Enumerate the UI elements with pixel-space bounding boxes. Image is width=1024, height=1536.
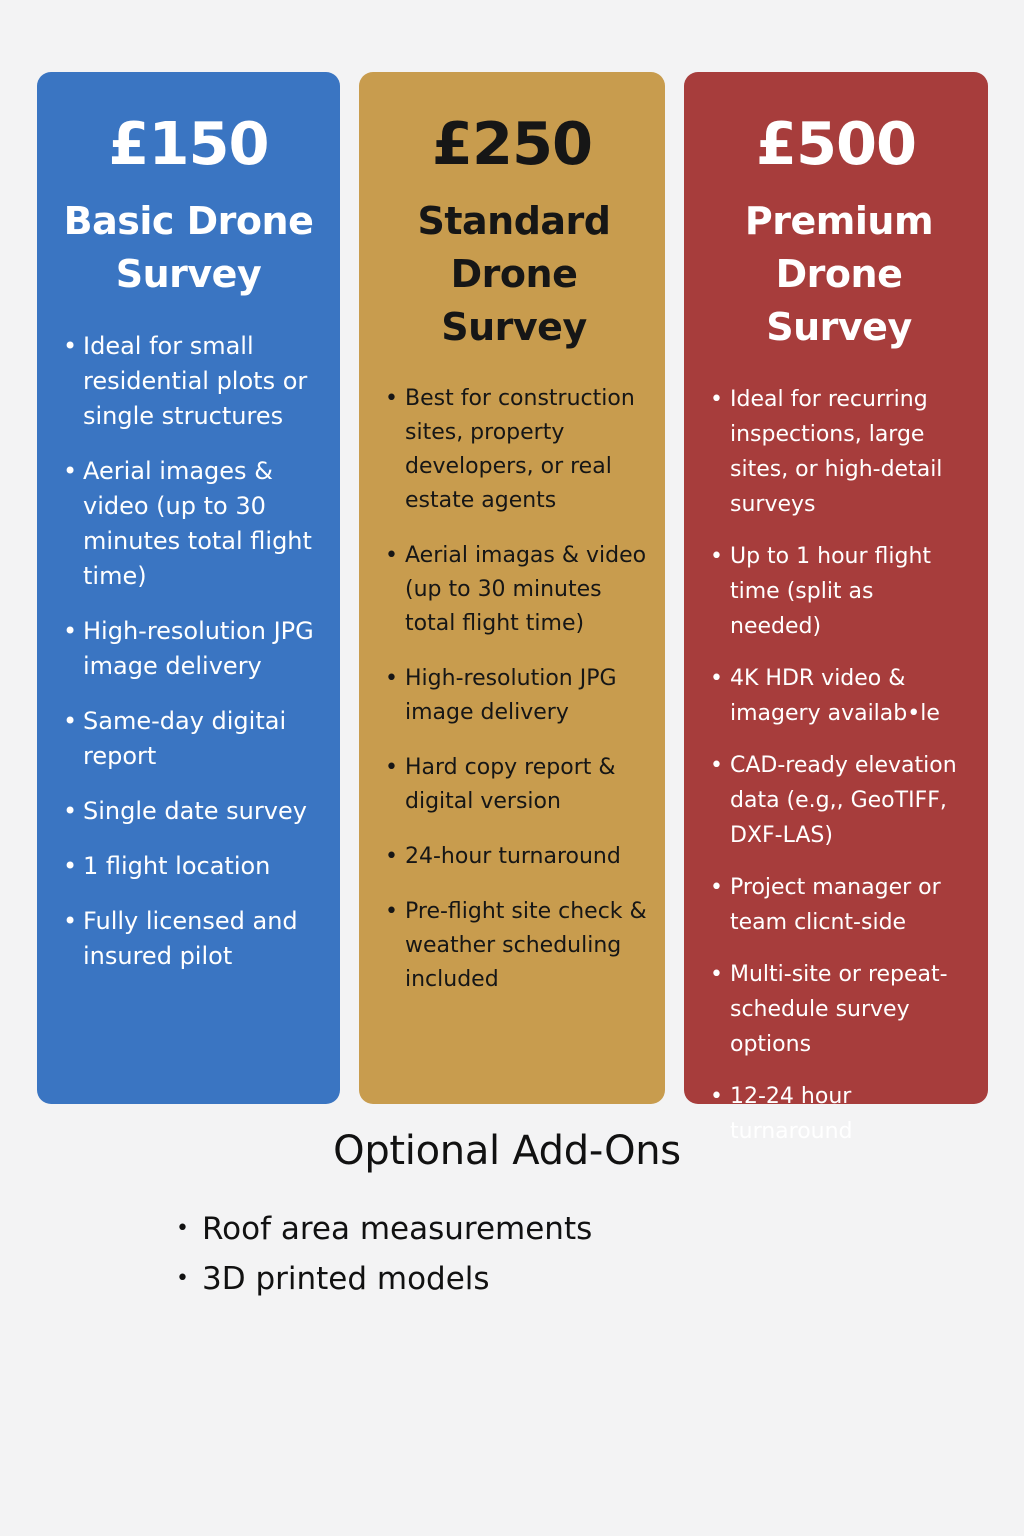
- plan-feature-list: Ideal for recurring inspections, large s…: [710, 382, 970, 1149]
- plan-feature: Hard copy report & digital version: [385, 751, 647, 819]
- plan-feature: Ideal for small residential plots or sin…: [63, 329, 322, 434]
- plan-feature-list: Best for construction sites, property de…: [385, 382, 647, 997]
- plan-title-text: Standard Drone Survey: [417, 199, 611, 349]
- plan-feature: Ideal for recurring inspections, large s…: [710, 382, 970, 522]
- plan-feature: 1 flight location: [63, 849, 322, 884]
- plan-title-text: Premium Drone Survey: [744, 199, 934, 349]
- plan-feature: 4K HDR video & imagery availab•le: [710, 661, 970, 731]
- addons-heading: Optional Add-Ons: [333, 1128, 681, 1174]
- plan-title: Premium Drone Survey: [702, 195, 984, 354]
- plan-title: Standard Drone Survey: [373, 195, 663, 354]
- plan-feature: 12-24 hour turnaround: [710, 1079, 970, 1149]
- plan-feature: Aerial images & video (up to 30 minutes …: [63, 454, 322, 594]
- plan-price: £150: [108, 109, 269, 178]
- plan-feature: Aerial imagas & video (up to 30 minutes …: [385, 539, 647, 641]
- plan-feature: 24-hour turnaround: [385, 840, 647, 874]
- addons-list: Roof area measurements 3D printed models: [176, 1204, 592, 1304]
- plan-feature: Best for construction sites, property de…: [385, 382, 647, 518]
- addon-item: Roof area measurements: [176, 1204, 592, 1254]
- addon-item: 3D printed models: [176, 1254, 592, 1304]
- plan-feature: Project manager or team clicnt-side: [710, 870, 970, 940]
- plan-card-basic: £150 Basic Drone Survey Ideal for small …: [37, 72, 340, 1104]
- plan-feature-list: Ideal for small residential plots or sin…: [63, 329, 322, 974]
- plan-feature: High-resolution JPG image delivery: [385, 662, 647, 730]
- plan-feature: Pre-flight site check & weather scheduli…: [385, 895, 647, 997]
- plan-feature: Multi-site or repeat-schedule survey opt…: [710, 957, 970, 1062]
- plan-feature: Fully licensed and insured pilot: [63, 904, 322, 974]
- plan-feature: High-resolution JPG image delivery: [63, 614, 322, 684]
- plan-price: £500: [755, 109, 917, 178]
- plan-title: Basic Drone Survey: [63, 195, 322, 301]
- plan-card-standard: £250 Standard Drone Survey Best for cons…: [359, 72, 665, 1104]
- plan-feature: CAD-ready elevation data (e.g,, GeoTIFF,…: [710, 748, 970, 853]
- plan-feature: Single date survey: [63, 794, 322, 829]
- plan-card-premium: £500 Premium Drone Survey Ideal for recu…: [684, 72, 988, 1144]
- plan-price: £250: [431, 109, 593, 178]
- plan-feature: Same-day digitai report: [63, 704, 322, 774]
- plan-title-text: Basic Drone Survey: [63, 199, 314, 296]
- plan-feature: Up to 1 hour flight time (split as neede…: [710, 539, 970, 644]
